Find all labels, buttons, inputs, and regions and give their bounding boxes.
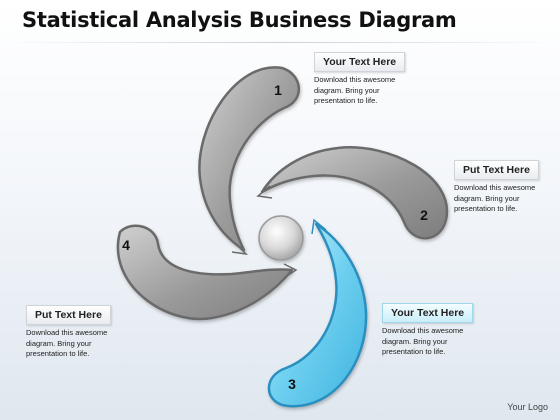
callout-4-heading[interactable]: Put Text Here xyxy=(26,305,111,325)
callout-1-body: Download this awesome diagram. Bring you… xyxy=(314,75,396,105)
page-title: Statistical Analysis Business Diagram xyxy=(22,8,457,32)
petal-1: 1 xyxy=(198,66,301,256)
petal-4-arrow xyxy=(283,263,298,279)
callout-3-body: Download this awesome diagram. Bring you… xyxy=(382,326,464,356)
callout-3: Your Text Here Download this awesome dia… xyxy=(382,303,487,358)
callout-1: Your Text Here Download this awesome dia… xyxy=(314,52,419,107)
petal-3-shape xyxy=(267,222,368,408)
petal-3[interactable]: 3 xyxy=(267,218,368,408)
petal-2: 2 xyxy=(256,146,449,240)
callout-4: Put Text Here Download this awesome diag… xyxy=(26,305,131,360)
callout-1-heading[interactable]: Your Text Here xyxy=(314,52,406,72)
callout-2-body: Download this awesome diagram. Bring you… xyxy=(454,183,536,213)
petal-3-arrow xyxy=(311,218,327,235)
petal-3-number: 3 xyxy=(288,376,296,392)
petal-1-shape xyxy=(198,66,301,252)
callout-2-heading[interactable]: Put Text Here xyxy=(454,160,539,180)
title-divider xyxy=(0,42,560,43)
petal-2-number: 2 xyxy=(420,207,428,223)
petal-2-arrow xyxy=(256,185,273,199)
callout-2: Put Text Here Download this awesome diag… xyxy=(454,160,550,215)
petal-4: 4 xyxy=(116,224,298,321)
callout-3-heading[interactable]: Your Text Here xyxy=(382,303,474,323)
petal-4-number: 4 xyxy=(122,237,130,253)
logo-text: Your Logo xyxy=(507,402,548,412)
callout-4-body: Download this awesome diagram. Bring you… xyxy=(26,328,108,358)
petal-4-shape xyxy=(116,224,294,321)
petal-1-number: 1 xyxy=(274,82,282,98)
center-hub xyxy=(258,215,304,261)
petal-1-arrow xyxy=(231,243,249,256)
petal-2-shape xyxy=(260,146,449,240)
